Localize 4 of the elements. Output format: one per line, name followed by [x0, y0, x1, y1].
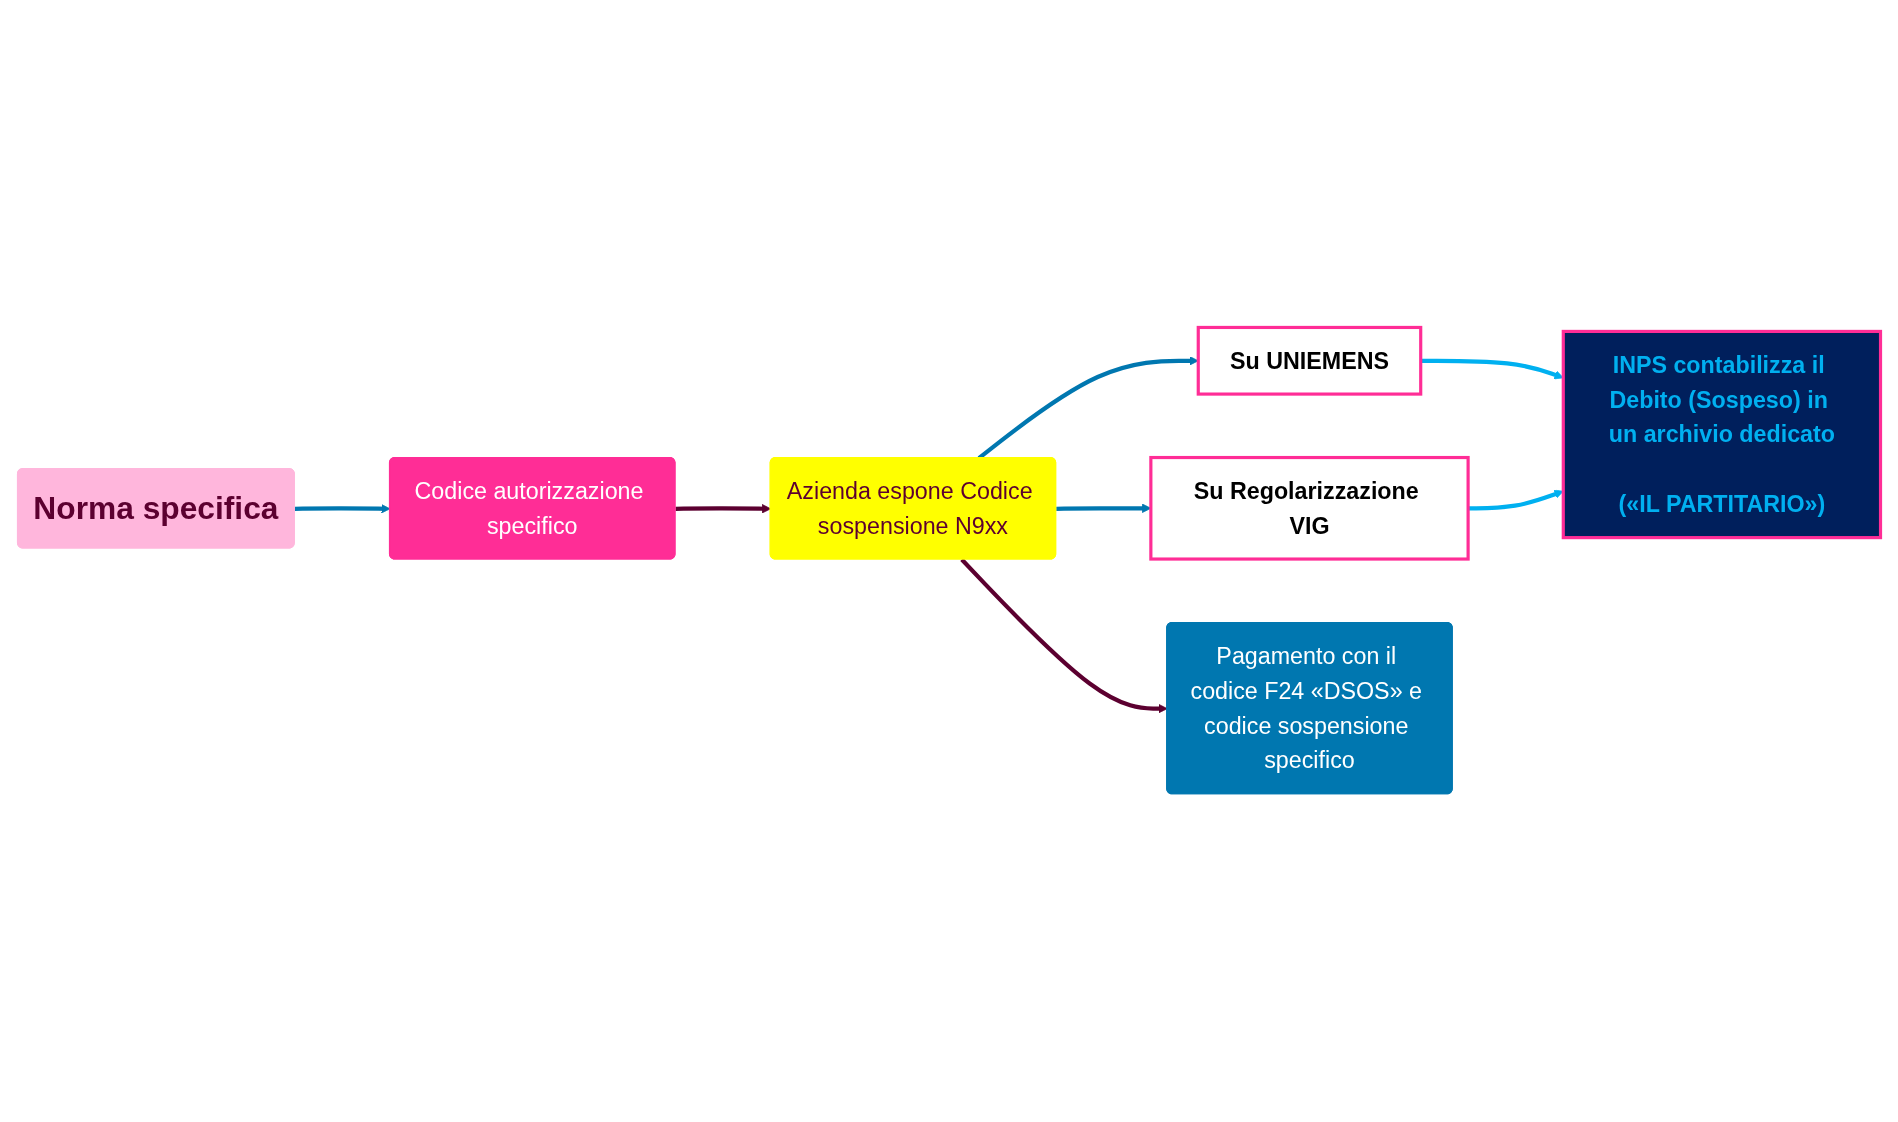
node-box: Su Regolarizzazione VIG [1149, 456, 1470, 561]
arrow [1468, 490, 1564, 511]
node-box: Su UNIEMENS [1196, 326, 1423, 397]
node-box: INPS contabilizza il Debito (Sospeso) in un archivio dedicato («IL PARTITARIO») [1561, 330, 1883, 540]
